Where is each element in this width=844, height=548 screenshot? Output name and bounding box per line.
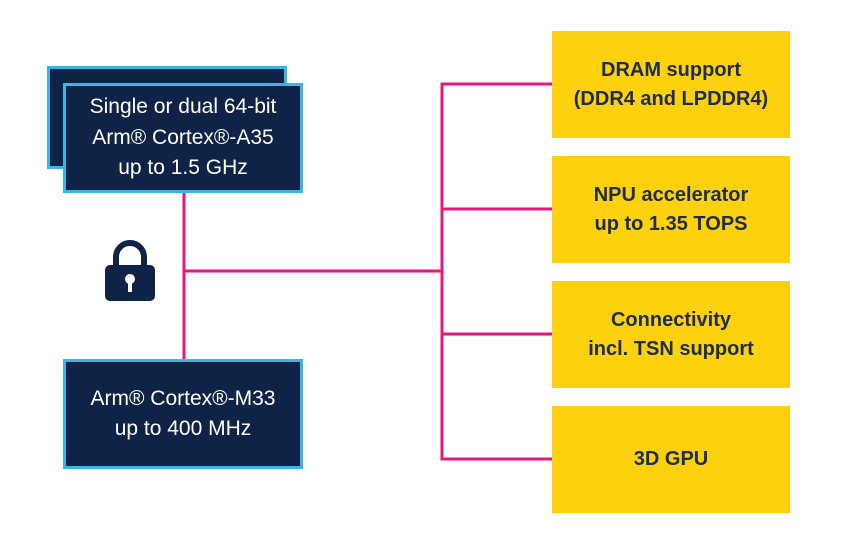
cortex-a35-box: Single or dual 64-bit Arm® Cortex®-A35 u… — [63, 83, 303, 193]
connectivity-box: Connectivity incl. TSN support — [552, 281, 790, 388]
dram-support-label: DRAM support (DDR4 and LPDDR4) — [573, 58, 769, 110]
cortex-a35-label: Single or dual 64-bit Arm® Cortex®-A35 u… — [89, 95, 277, 180]
npu-accelerator-box: NPU accelerator up to 1.35 TOPS — [552, 156, 790, 263]
npu-accelerator-label: NPU accelerator up to 1.35 TOPS — [593, 183, 749, 235]
lock-icon — [105, 240, 155, 301]
connectivity-label: Connectivity incl. TSN support — [588, 308, 754, 360]
gpu-label: 3D GPU — [633, 448, 709, 470]
gpu-box: 3D GPU — [552, 406, 790, 513]
cortex-m33-box: Arm® Cortex®-M33 up to 400 MHz — [63, 359, 303, 469]
cortex-m33-label: Arm® Cortex®-M33 up to 400 MHz — [90, 386, 276, 440]
dram-support-box: DRAM support (DDR4 and LPDDR4) — [552, 31, 790, 138]
